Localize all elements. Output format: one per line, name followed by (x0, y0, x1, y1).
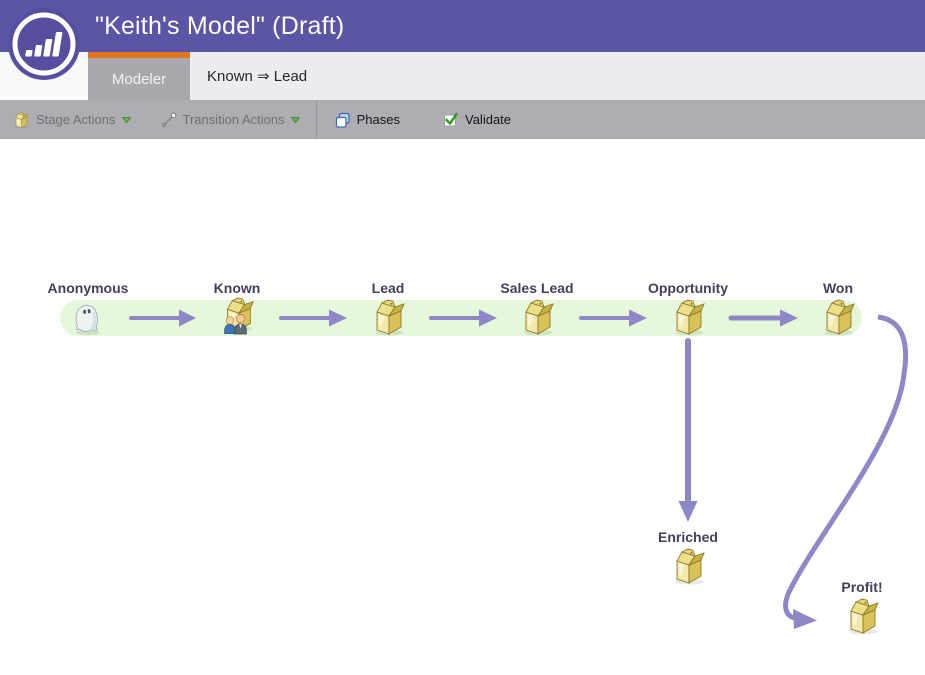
box-icon (842, 596, 882, 636)
transition-arrow-opportunity-enriched[interactable] (678, 338, 698, 522)
stage-opportunity[interactable]: Opportunity (628, 280, 748, 337)
toolbar: Stage Actions Transition Actions Phases (0, 100, 925, 139)
stage-label: Enriched (658, 529, 718, 545)
box-icon (12, 111, 30, 129)
marketo-bars-icon[interactable] (7, 7, 81, 81)
tab-known-lead-label: Known ⇒ Lead (207, 68, 308, 85)
validate-button[interactable]: Validate (442, 111, 511, 128)
stage-sales-lead[interactable]: Sales Lead (477, 280, 597, 337)
tab-bar: Modeler Known ⇒ Lead (0, 52, 925, 100)
app-header: "Keith's Model" (Draft) (0, 0, 925, 52)
caret-down-icon (122, 117, 131, 123)
stage-profit[interactable]: Profit! (802, 579, 922, 636)
stage-label: Anonymous (47, 280, 129, 296)
box-icon (668, 546, 708, 586)
transition-arrow-known-lead[interactable] (279, 309, 347, 327)
box-icon (818, 297, 858, 337)
toolbar-separator (315, 100, 317, 139)
transition-arrow-anonymous-known[interactable] (129, 309, 196, 327)
stage-label: Opportunity (647, 280, 729, 296)
stage-lead[interactable]: Lead (328, 280, 448, 337)
model-title: "Keith's Model" (Draft) (95, 11, 345, 40)
tab-modeler-label: Modeler (111, 70, 167, 88)
stage-known[interactable]: Known (177, 280, 297, 337)
stage-label: Sales Lead (500, 280, 574, 296)
tab-known-lead[interactable]: Known ⇒ Lead (190, 52, 350, 100)
phases-button[interactable]: Phases (335, 112, 400, 128)
validate-label: Validate (465, 112, 512, 127)
transition-arrow-opportunity-won[interactable] (728, 309, 798, 327)
stage-enriched[interactable]: Enriched (628, 529, 748, 586)
layers-icon (335, 112, 350, 128)
phases-label: Phases (356, 112, 400, 127)
caret-down-icon (291, 117, 300, 123)
box-icon (517, 297, 557, 337)
stage-label: Profit! (841, 579, 883, 595)
stage-actions-button[interactable]: Stage Actions (12, 111, 131, 129)
transition-actions-button[interactable]: Transition Actions (161, 112, 300, 128)
transition-arrow-lead-salesLead[interactable] (429, 309, 497, 327)
stage-label: Won (822, 280, 854, 296)
tab-modeler[interactable]: Modeler (88, 52, 190, 100)
stage-actions-label: Stage Actions (36, 112, 116, 127)
box-icon (668, 297, 708, 337)
box-icon (368, 297, 408, 337)
box-people-icon (217, 297, 257, 337)
transition-arrow-won-profit[interactable] (783, 314, 909, 629)
stage-label: Known (213, 280, 261, 296)
transition-arrow-salesLead-opportunity[interactable] (579, 309, 647, 327)
stage-anonymous[interactable]: Anonymous (28, 280, 148, 337)
connector-icon (161, 112, 176, 127)
stage-label: Lead (371, 280, 405, 296)
check-icon (444, 112, 458, 127)
ghost-icon (68, 297, 108, 337)
transition-actions-label: Transition Actions (182, 112, 285, 127)
stage-won[interactable]: Won (778, 280, 898, 337)
